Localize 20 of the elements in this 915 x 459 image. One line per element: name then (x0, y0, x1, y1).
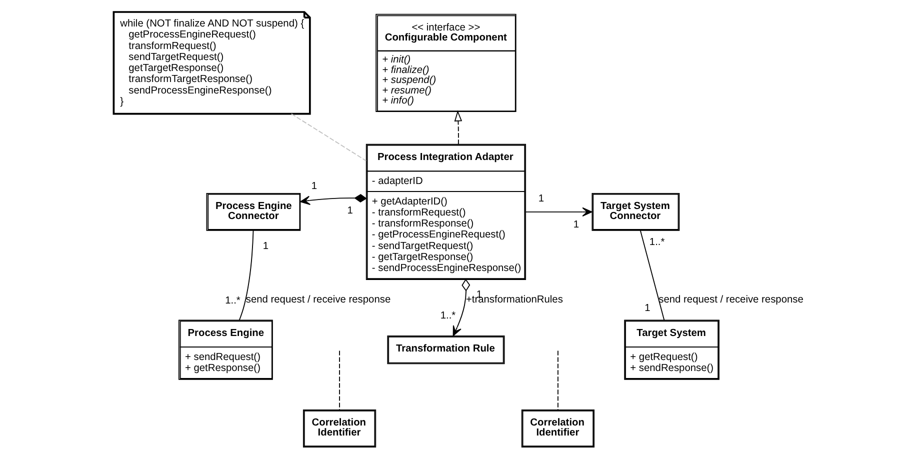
connector (290, 113, 366, 162)
label: 1 (572, 220, 579, 231)
edge-label: send request / receive response (245, 294, 390, 306)
label: 1..* (440, 310, 456, 322)
label: 1..* (224, 295, 240, 306)
arrow (454, 110, 462, 145)
label: 1 (346, 206, 352, 217)
connector (639, 230, 664, 321)
arrow (452, 278, 470, 336)
arrow (524, 207, 592, 217)
label: 1 (262, 241, 268, 252)
connector (238, 230, 254, 321)
edge-label: send request / receive response (658, 294, 803, 306)
connector (338, 350, 340, 410)
label: 1 (310, 181, 317, 192)
label: 1 (538, 193, 544, 204)
label: 1..* (648, 236, 664, 248)
arrow (300, 194, 366, 206)
connector (557, 350, 558, 410)
label: 1 (644, 303, 650, 314)
